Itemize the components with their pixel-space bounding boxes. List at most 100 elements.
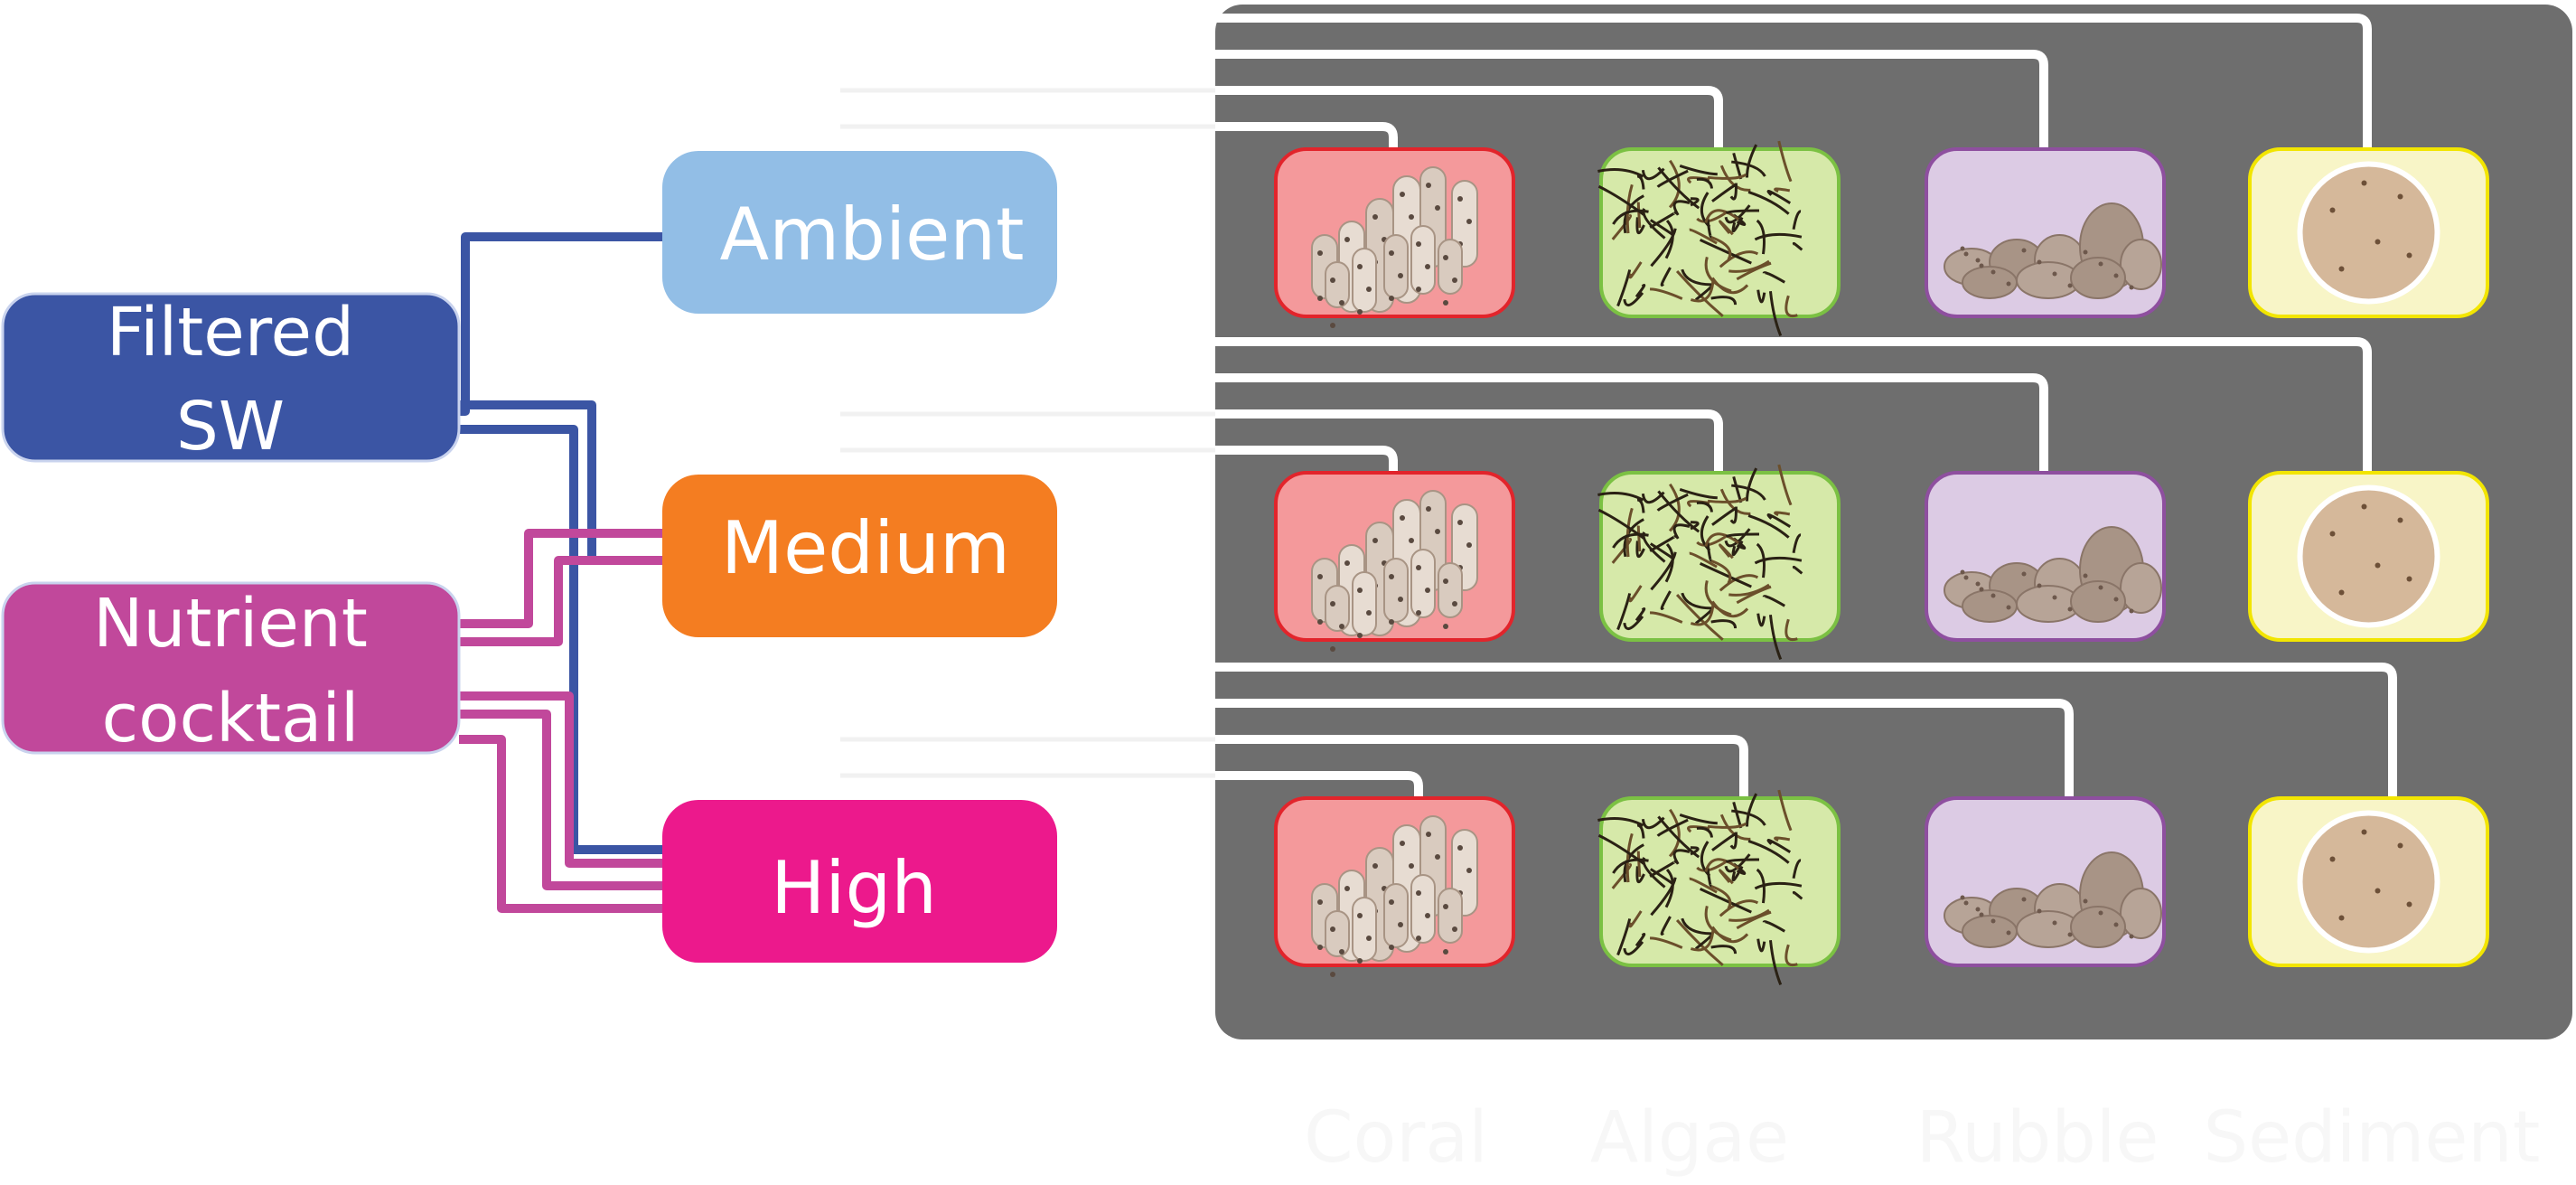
algae-strand: [1668, 159, 1681, 209]
algae-strand: [1650, 611, 1683, 624]
tile-row-1-rubble: [1925, 147, 2166, 318]
tile-algae-box: [1599, 471, 1841, 642]
sediment-grain: [2375, 888, 2381, 894]
sediment-grain: [2329, 856, 2336, 862]
coral-polyp: [1317, 945, 1323, 950]
coral-polyp: [1425, 913, 1430, 918]
coral-polyp: [1466, 542, 1472, 548]
coral-polyp: [1409, 538, 1414, 543]
rubble-speck: [1975, 581, 1981, 587]
row-1-pipe-1: [1215, 122, 1398, 149]
algae-strand: [1719, 899, 1759, 917]
algae-strand: [1719, 250, 1759, 268]
coral-polyp: [1466, 868, 1472, 873]
algae-strand: [1766, 838, 1792, 853]
algae-strand: [1672, 200, 1691, 216]
coral-branch-9: [1383, 234, 1409, 299]
algae-strand: [1649, 868, 1674, 885]
algae-strand: [1636, 851, 1642, 878]
treatment-ambient: Ambient: [662, 151, 1057, 314]
coral-branch-7: [1325, 261, 1350, 308]
algae-strand: [1792, 533, 1802, 554]
coral-polyp: [1398, 597, 1403, 602]
tank-panel: [1215, 5, 2572, 1039]
algae-strand: [1635, 607, 1646, 622]
source-filtered-sw: Filtered SW: [1, 292, 461, 466]
algae-strand: [1768, 615, 1783, 660]
pipe-nutrient-to-medium-a: [459, 529, 662, 628]
algae-strand: [1635, 284, 1646, 298]
algae-strand: [1707, 496, 1747, 503]
algae-strand: [1731, 484, 1766, 501]
row-3-pipe-1: [1215, 771, 1423, 798]
treatment-high: High: [662, 800, 1057, 963]
algae-strand: [1711, 183, 1738, 202]
algae-strand: [1745, 793, 1758, 827]
algae-strand: [1774, 836, 1791, 842]
row-1-pipe-2: [1215, 86, 1723, 149]
tile-row-3-coral: [1274, 796, 1515, 977]
coral-polyp: [1443, 904, 1448, 909]
coral-polyp: [1357, 264, 1363, 269]
coral-polyp: [1425, 588, 1430, 593]
coral-polyp: [1344, 886, 1350, 891]
coral-polyp: [1389, 945, 1394, 950]
substrate-labels: Coral Algae Rubble Sediment: [1304, 1097, 2540, 1179]
coral-polyp: [1330, 646, 1335, 652]
algae-icon: [1597, 789, 1803, 985]
coral-polyp: [1426, 506, 1431, 512]
substrate-label-rubble: Rubble: [1916, 1097, 2159, 1179]
algae-strand: [1724, 528, 1751, 548]
algae-strand: [1612, 532, 1649, 549]
coral-polyp: [1344, 560, 1350, 566]
algae-strand: [1719, 869, 1734, 885]
coral-polyp: [1339, 300, 1344, 306]
algae-strand: [1777, 140, 1793, 183]
sediment-grain: [2329, 207, 2336, 213]
algae-strand: [1628, 910, 1643, 928]
algae-strand: [1668, 808, 1681, 858]
algae-strand: [1711, 506, 1738, 526]
algae-strand: [1690, 605, 1715, 626]
algae-strand: [1672, 849, 1691, 865]
pipe-nutrient-to-high-a: [459, 691, 662, 868]
pipe-filtered-to-high: [459, 425, 662, 854]
rubble-speck: [2006, 605, 2011, 610]
rubble-speck: [2052, 271, 2057, 277]
coral-polyp: [1466, 219, 1472, 224]
coral-polyp: [1389, 619, 1394, 625]
coral-branch-9: [1383, 883, 1409, 948]
algae-strand: [1754, 881, 1803, 890]
algae-strand: [1756, 868, 1766, 904]
row-2-pipe-4: [1215, 337, 2372, 473]
rubble-speck: [2021, 248, 2027, 253]
coral-polyp: [1357, 588, 1363, 593]
rubble-speck: [1963, 251, 1969, 257]
algae-strand: [1650, 228, 1677, 268]
algae-strand: [1612, 858, 1649, 874]
coral-polyp: [1400, 841, 1405, 846]
rubble-rock-8: [2070, 906, 2126, 948]
algae-strand: [1792, 210, 1802, 230]
algae-strand: [1690, 281, 1715, 303]
substrate-label-sediment: Sediment: [2204, 1097, 2541, 1179]
coral-branch-7: [1325, 910, 1350, 957]
algae-strand: [1724, 853, 1751, 873]
algae-strand: [1597, 817, 1644, 827]
algae-strand: [1704, 906, 1732, 942]
row-1-pipe-4: [1215, 14, 2372, 149]
coral-polyp: [1409, 863, 1414, 869]
rubble-speck: [2083, 898, 2088, 904]
algae-strand: [1597, 492, 1644, 502]
algae-strand: [1672, 523, 1691, 540]
row-2-pipe-2: [1215, 409, 1723, 473]
algae-strand: [1784, 295, 1798, 317]
sediment-grain: [2397, 517, 2403, 523]
rubble-speck: [1991, 269, 1996, 275]
coral-polyp: [1416, 287, 1421, 292]
algae-strand: [1650, 551, 1677, 591]
algae-strand: [1704, 532, 1739, 547]
coral-polyp: [1400, 192, 1405, 197]
coral-branch-10: [1410, 874, 1436, 944]
